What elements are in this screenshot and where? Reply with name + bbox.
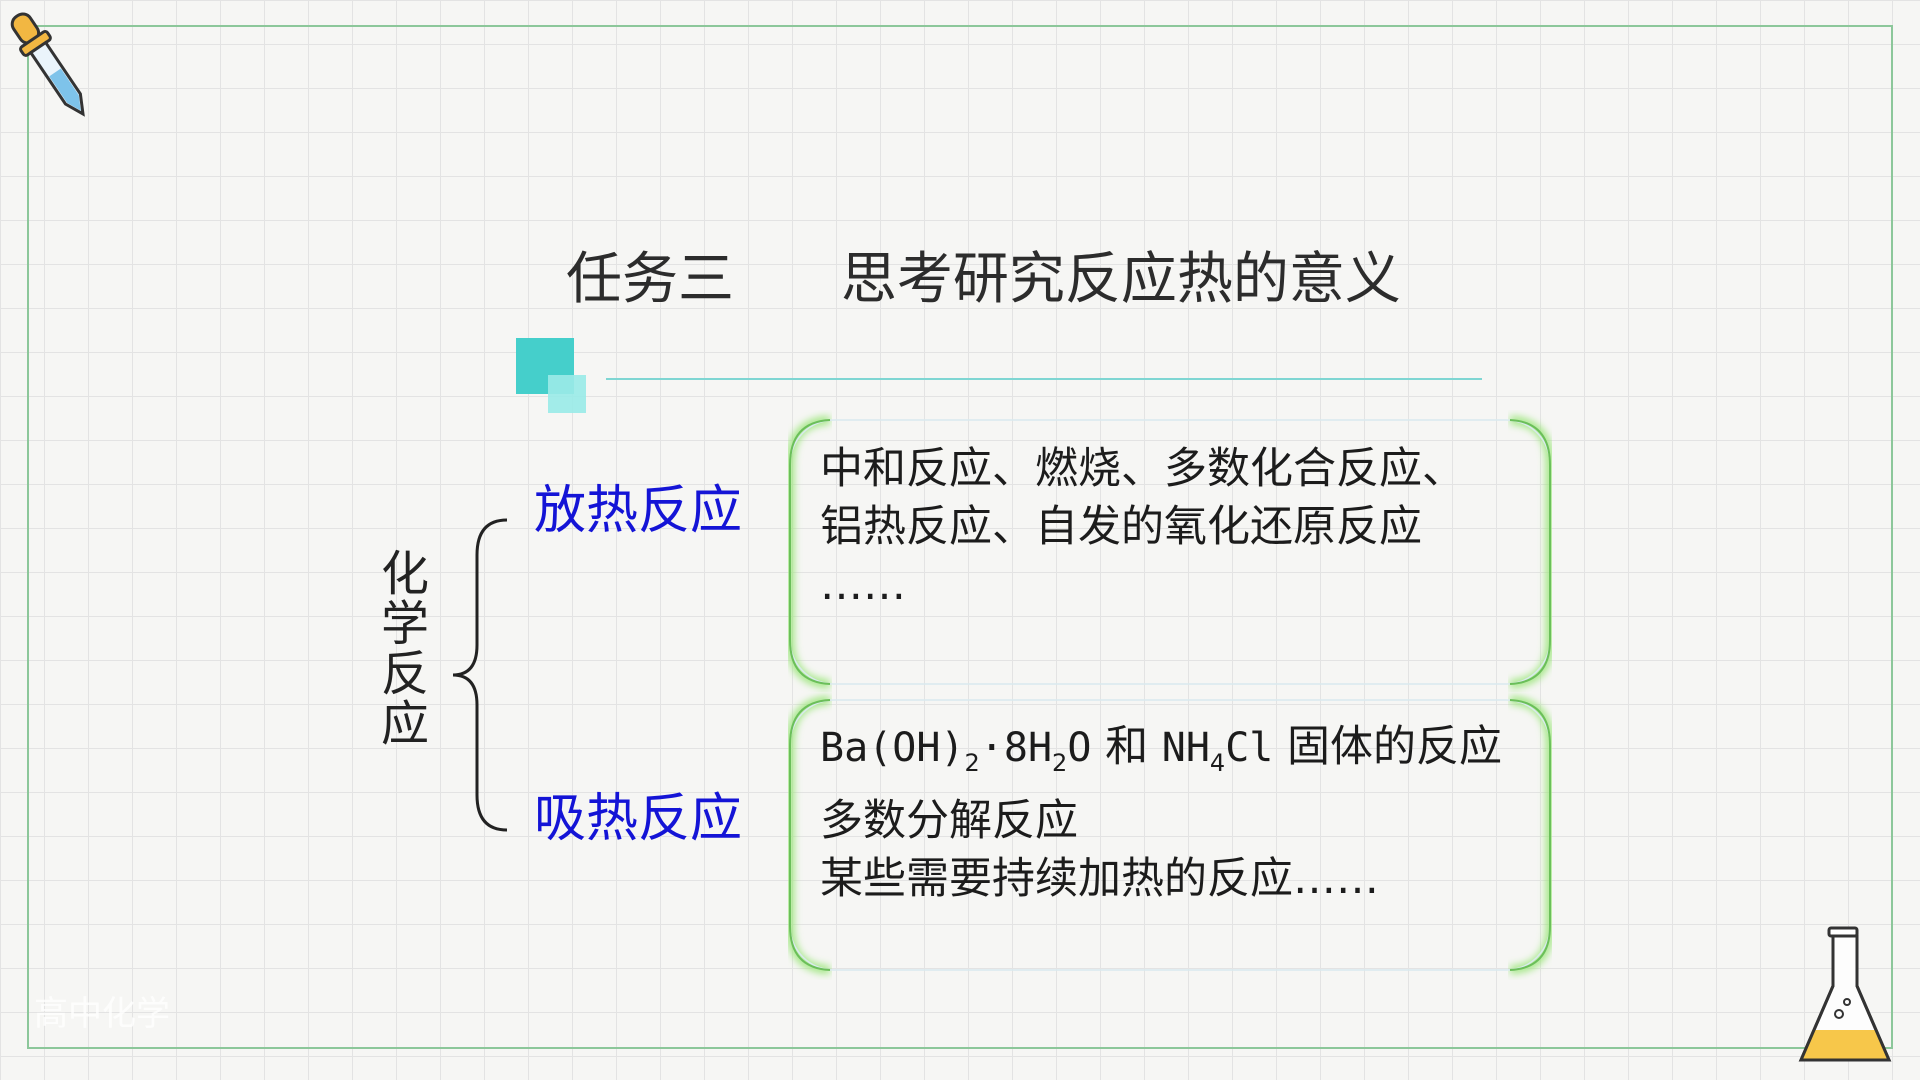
- formula-part: Cl: [1225, 725, 1274, 771]
- formula-part: O: [1067, 725, 1092, 771]
- formula-subscript: 4: [1209, 749, 1226, 777]
- exothermic-line: 铝热反应、自发的氧化还原反应: [820, 502, 1422, 552]
- flask-icon: [1798, 926, 1892, 1062]
- page-frame: [27, 25, 1893, 1049]
- endothermic-line: 某些需要持续加热的反应……: [820, 854, 1379, 904]
- root-label: 化学反应: [372, 548, 428, 748]
- curly-brace: [452, 518, 508, 832]
- formula-part: Ba(OH): [820, 725, 965, 771]
- formula-subscript: 2: [964, 749, 980, 777]
- formula-line: Ba(OH)2·8H2O 和 NH4Cl 固体的反应: [820, 718, 1510, 792]
- title-accent-square-light: [548, 375, 586, 413]
- formula-subscript: 2: [1052, 749, 1068, 777]
- watermark: 高中化学: [34, 994, 170, 1034]
- exothermic-line: 中和反应、燃烧、多数化合反应、: [820, 444, 1465, 494]
- title-underline: [606, 378, 1482, 380]
- endothermic-label: 吸热反应: [534, 789, 743, 849]
- exothermic-label: 放热反应: [534, 481, 743, 541]
- endothermic-line: 多数分解反应: [820, 796, 1078, 846]
- exothermic-line: ……: [820, 560, 906, 610]
- title-task: 任务三: [566, 247, 734, 312]
- title-subject: 思考研究反应热的意义: [840, 247, 1401, 312]
- formula-part: 和: [1091, 722, 1162, 772]
- page-title: 任务三 思考研究反应热的意义: [566, 242, 1466, 318]
- exothermic-box: [786, 416, 1554, 688]
- endothermic-box: [786, 696, 1554, 974]
- dropper-icon: [10, 12, 85, 117]
- formula-part: ·8H: [979, 725, 1053, 771]
- exothermic-examples: 中和反应、燃烧、多数化合反应、 铝热反应、自发的氧化还原反应 ……: [820, 440, 1510, 614]
- formula-part: 固体的反应: [1273, 722, 1503, 772]
- endothermic-examples: Ba(OH)2·8H2O 和 NH4Cl 固体的反应 多数分解反应 某些需要持续…: [820, 718, 1510, 908]
- formula-part: NH: [1161, 725, 1210, 771]
